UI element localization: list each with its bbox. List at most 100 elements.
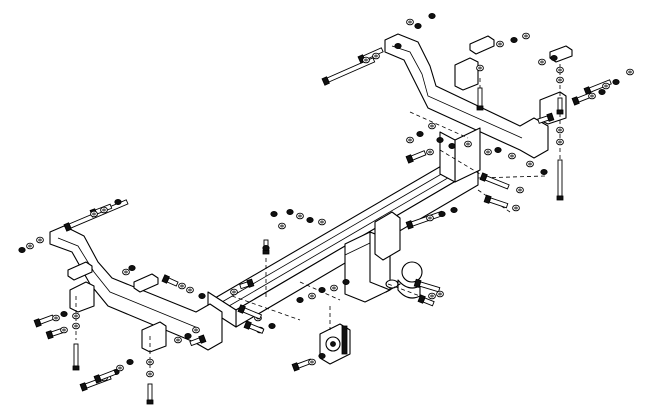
washer-hole xyxy=(232,290,236,294)
nut xyxy=(318,352,326,359)
bolt-head xyxy=(476,105,484,111)
washer-hole xyxy=(408,20,412,24)
washer xyxy=(556,76,564,84)
bolt-head xyxy=(246,278,255,288)
washer xyxy=(464,140,472,148)
bolt-head xyxy=(405,220,414,230)
washer xyxy=(476,64,484,72)
washer xyxy=(178,282,186,290)
nut xyxy=(268,322,276,329)
washer-hole xyxy=(38,238,42,242)
washer-hole xyxy=(180,284,184,288)
washer-hole xyxy=(74,324,78,328)
washer xyxy=(426,214,434,222)
washer-hole xyxy=(408,138,412,142)
bolt xyxy=(410,150,427,161)
washer xyxy=(318,218,326,226)
nut xyxy=(394,43,402,50)
bolt-head xyxy=(63,222,72,232)
bolt-head xyxy=(33,318,42,328)
washer-hole xyxy=(54,316,58,320)
washer-hole xyxy=(590,94,594,98)
nut xyxy=(414,22,422,29)
washer-hole xyxy=(124,270,128,274)
bolt-head xyxy=(571,96,580,106)
nut xyxy=(598,89,606,96)
tow-ball-mounting-plate xyxy=(344,211,401,303)
washer-hole xyxy=(540,60,544,64)
washer-hole xyxy=(438,292,442,296)
bolt-head xyxy=(479,172,488,182)
washer xyxy=(372,52,380,60)
nut xyxy=(306,216,314,223)
bolt-head xyxy=(198,334,207,344)
bolt xyxy=(248,323,265,334)
washer xyxy=(406,136,414,144)
washer-hole xyxy=(118,366,122,370)
washer xyxy=(174,336,182,344)
nut xyxy=(296,296,304,303)
nut xyxy=(540,168,548,175)
nut xyxy=(510,37,518,44)
washer xyxy=(192,326,200,334)
bolt-head xyxy=(243,320,252,330)
bolt-head xyxy=(321,76,330,86)
washer xyxy=(428,292,436,300)
washer-hole xyxy=(524,34,528,38)
nut xyxy=(342,278,350,285)
washer-hole xyxy=(148,372,152,376)
bolt xyxy=(557,97,563,111)
bolt xyxy=(418,281,441,293)
washer xyxy=(308,358,316,366)
nut xyxy=(286,208,294,215)
washer-hole xyxy=(320,220,324,224)
washer-hole xyxy=(486,150,490,154)
washer-hole xyxy=(374,54,378,58)
washer xyxy=(362,56,370,64)
washer xyxy=(428,122,436,130)
washer xyxy=(538,58,546,66)
bolt-head xyxy=(93,374,102,384)
washer-hole xyxy=(558,78,562,82)
washer-hole xyxy=(332,286,336,290)
washer xyxy=(230,288,238,296)
nut xyxy=(198,292,206,299)
washer-hole xyxy=(430,124,434,128)
washer xyxy=(36,236,44,244)
washer xyxy=(72,312,80,320)
nut xyxy=(126,358,134,365)
washer xyxy=(516,186,524,194)
bolt xyxy=(73,343,79,367)
bolt-head xyxy=(291,362,300,372)
nut xyxy=(550,55,558,62)
nut xyxy=(438,210,446,217)
bolt xyxy=(38,314,55,325)
washer-hole xyxy=(510,154,514,158)
washer xyxy=(146,358,154,366)
washer-hole xyxy=(62,328,66,332)
tow-ball xyxy=(385,261,423,299)
washer-hole xyxy=(518,188,522,192)
washer xyxy=(484,148,492,156)
washer-hole xyxy=(102,208,106,212)
washer xyxy=(556,138,564,146)
washer xyxy=(496,40,504,48)
washer-hole xyxy=(498,42,502,46)
bolt-head xyxy=(556,109,564,115)
nut xyxy=(18,246,26,253)
washer xyxy=(556,66,564,74)
washer-hole xyxy=(558,140,562,144)
bolt-head xyxy=(405,154,414,164)
washer-hole xyxy=(364,58,368,62)
washer xyxy=(52,314,60,322)
washer xyxy=(436,290,444,298)
washer xyxy=(626,68,634,76)
washer-hole xyxy=(466,142,470,146)
bolt-head xyxy=(556,195,564,201)
washer xyxy=(602,82,610,90)
washer-hole xyxy=(558,68,562,72)
washer-hole xyxy=(74,314,78,318)
washer-hole xyxy=(604,84,608,88)
washer-hole xyxy=(628,70,632,74)
